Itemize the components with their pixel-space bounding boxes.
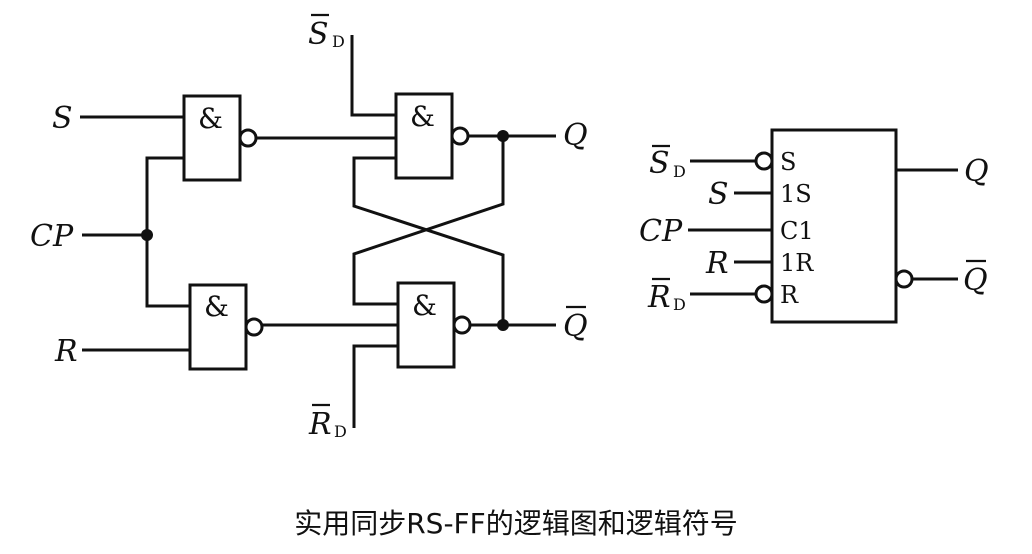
nand-gate-2-bubble xyxy=(244,317,264,337)
label-r: R xyxy=(54,334,78,369)
symbol-label-sd-subscript: D xyxy=(673,162,686,181)
symbol-sd-bubble xyxy=(754,151,774,171)
symbol-pin-s: S xyxy=(780,148,796,176)
label-cp: CP xyxy=(30,219,74,254)
gate-1-symbol: & xyxy=(198,102,223,135)
symbol-label-rd-subscript: D xyxy=(673,295,686,314)
symbol-label-qbar: Q xyxy=(963,263,988,298)
gate-4-symbol: & xyxy=(412,289,437,322)
symbol-label-q: Q xyxy=(964,154,989,189)
label-rd-subscript: D xyxy=(334,422,347,441)
symbol-label-sd: S xyxy=(649,146,670,181)
symbol-label-cp: CP xyxy=(639,214,683,249)
wire-sd-input xyxy=(350,35,396,117)
wire-cp-to-g1 xyxy=(145,156,184,235)
label-qbar: Q xyxy=(563,309,588,344)
junction-q xyxy=(497,130,509,142)
gate-3-symbol: & xyxy=(410,100,435,133)
symbol-pin-r: R xyxy=(780,281,799,309)
symbol-label-r: R xyxy=(705,246,729,281)
figure-caption: 实用同步RS-FF的逻辑图和逻辑符号 xyxy=(294,507,738,540)
label-s: S xyxy=(52,101,73,136)
label-sd-subscript: D xyxy=(332,32,345,51)
nand-gate-3-bubble xyxy=(450,126,470,146)
wire-cp-to-g2 xyxy=(145,235,190,308)
symbol-pin-1r: 1R xyxy=(780,249,814,277)
label-rd: R xyxy=(308,407,332,442)
symbol-pin-c1: C1 xyxy=(780,217,814,245)
label-sd: S xyxy=(308,17,329,52)
junction-cp xyxy=(141,229,153,241)
symbol-label-s: S xyxy=(708,177,729,212)
symbol-rd-bubble xyxy=(754,284,774,304)
wire-qbar-feedback xyxy=(352,156,505,325)
wire-q-feedback xyxy=(352,136,505,306)
label-q: Q xyxy=(563,118,588,153)
junction-qbar xyxy=(497,319,509,331)
wire-rd-input xyxy=(352,344,398,428)
gate-2-symbol: & xyxy=(204,290,229,323)
symbol-pin-1s: 1S xyxy=(780,180,812,208)
nand-gate-1-bubble xyxy=(238,128,258,148)
symbol-box xyxy=(770,128,898,324)
nand-gate-4-bubble xyxy=(452,315,472,335)
symbol-label-rd: R xyxy=(647,280,671,315)
symbol-qbar-bubble xyxy=(894,269,914,289)
